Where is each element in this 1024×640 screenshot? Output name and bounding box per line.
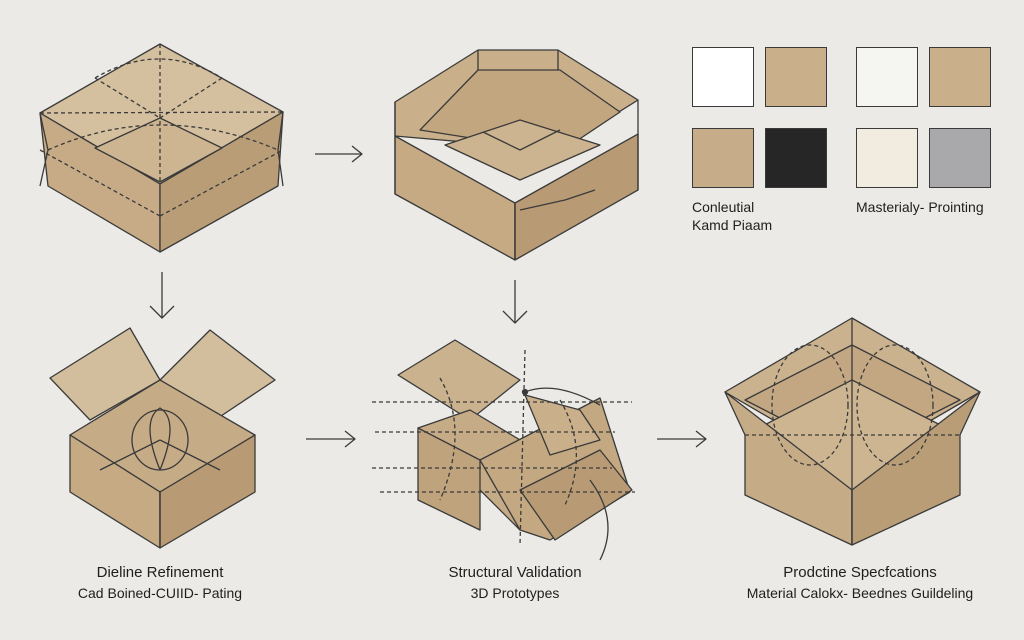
- swatch-white: [692, 47, 754, 107]
- box-top-left: [39, 43, 284, 253]
- arrow-right-bottom-right: [657, 430, 707, 448]
- step-1-title: Dieline Refinement: [96, 564, 224, 581]
- palette-label-right: Masterialy- Prointing: [856, 199, 984, 215]
- swatch-kraft-3: [692, 128, 754, 188]
- arrow-right-bottom-left: [306, 430, 356, 448]
- box-bottom-right: [724, 317, 981, 546]
- swatch-kraft-2: [929, 47, 991, 107]
- swatch-cream: [856, 128, 918, 188]
- swatch-off-white: [856, 47, 918, 107]
- step-2-subtitle: 3D Prototypes: [470, 585, 560, 601]
- swatch-grey: [929, 128, 991, 188]
- swatch-kraft: [765, 47, 827, 107]
- swatch-black: [765, 128, 827, 188]
- box-bottom-left: [49, 327, 276, 549]
- step-2-title: Structural Validation: [448, 564, 582, 581]
- palette-label-left-1: Conleutial: [692, 199, 755, 215]
- step-3-subtitle: Material Calokx- Beednes Guildeling: [746, 585, 974, 601]
- box-top-middle: [394, 49, 639, 261]
- box-bottom-middle: [372, 339, 635, 561]
- arrow-down-middle: [502, 280, 528, 324]
- arrow-down-left: [149, 272, 175, 319]
- arrow-right-top: [315, 145, 363, 163]
- step-3-title: Prodctine Specfcations: [783, 564, 937, 581]
- palette-label-left-2: Kamd Piaam: [692, 217, 773, 233]
- step-1-subtitle: Cad Boined-CUIID- Pating: [77, 585, 243, 601]
